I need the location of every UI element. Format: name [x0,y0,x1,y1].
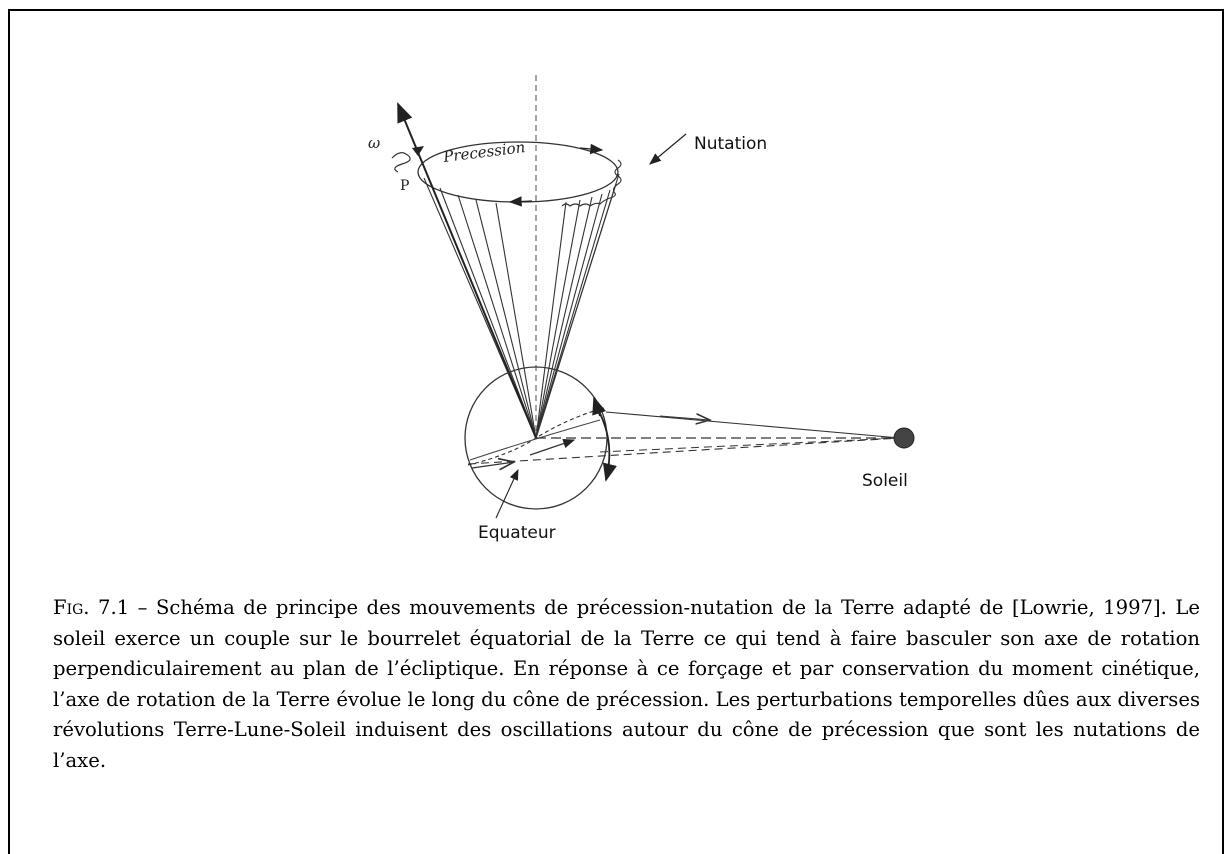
sun-line-upper [606,412,900,438]
cone-lines [424,174,619,438]
figure-number: Fig. 7.1 [53,596,129,619]
precession-nutation-diagram: ω P Precession Nutation Soleil Equateur [300,60,960,560]
sun-line-lower2 [600,438,900,452]
sun-label: Soleil [862,471,908,491]
nutation-label: Nutation [694,134,767,154]
precession-label: Precession [441,138,526,166]
equator-arrow-2 [530,440,574,455]
caption-text: Schéma de principe des mouvements de pré… [53,596,1200,772]
pole-label: P [400,178,409,194]
sun-line-lower [468,438,900,464]
nutation-pointer [650,134,686,164]
omega-label: ω [368,134,380,152]
caption-separator: – [129,596,156,619]
equator-lower-curve [470,420,600,460]
figure-caption: Fig. 7.1 – Schéma de principe des mouvem… [53,593,1200,776]
equator-label: Equateur [478,523,556,543]
sun-disc [894,428,914,448]
omega-arrowhead [412,146,424,156]
equator-pointer [496,470,518,518]
omega-rotation-curl [392,153,410,172]
